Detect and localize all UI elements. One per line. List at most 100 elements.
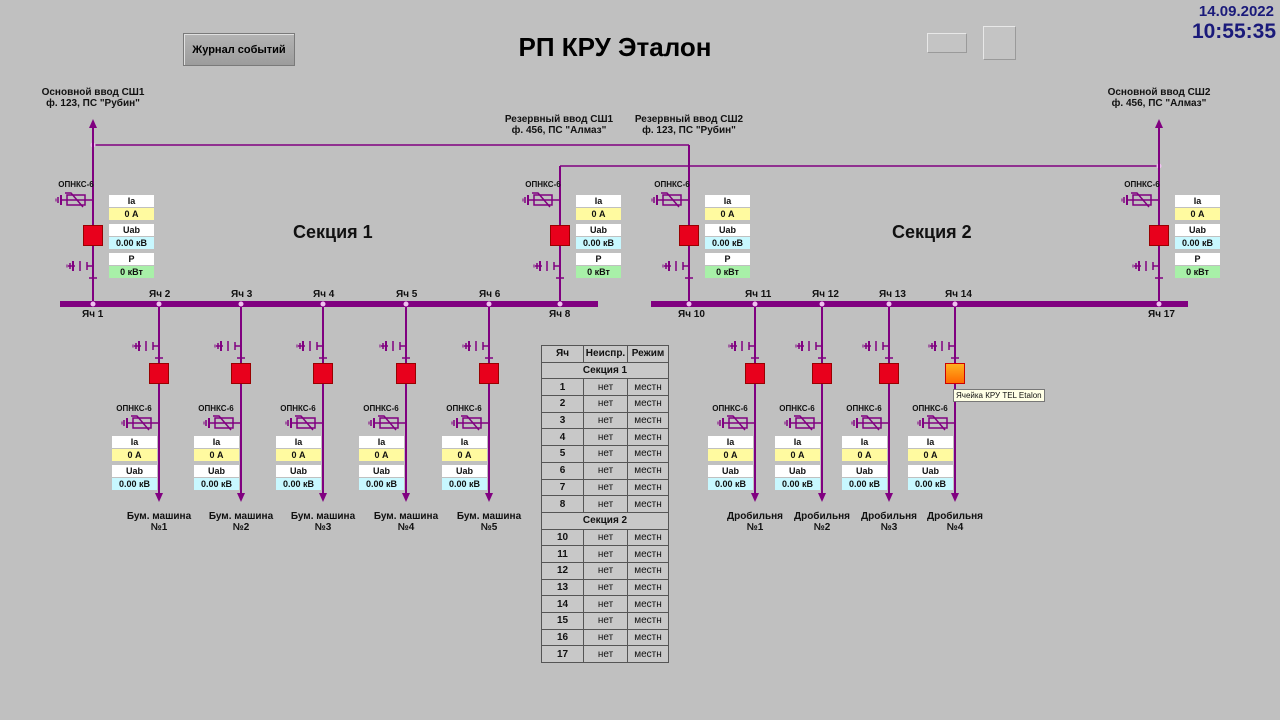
load-name: №1 <box>150 522 168 533</box>
arrow-down-icon <box>885 493 893 502</box>
table-cell: 16 <box>541 628 584 647</box>
ia-value: 0 А <box>112 449 157 461</box>
load-name: Дробильня <box>860 511 918 522</box>
event-journal-button[interactable]: Журнал событий <box>183 33 295 66</box>
table-cell: нет <box>583 595 628 613</box>
table-cell: нет <box>583 395 628 413</box>
cell-number: Яч 8 <box>549 309 571 320</box>
ia-label: Ia <box>705 195 750 207</box>
blank-button-1[interactable] <box>927 33 967 53</box>
arrow-down-icon <box>237 493 245 502</box>
table-cell: 11 <box>541 545 584 563</box>
load-name: Дробильня <box>793 511 851 522</box>
circuit-breaker[interactable] <box>945 363 965 384</box>
uab-label: Uab <box>708 465 753 477</box>
surge-arrester-icon <box>917 415 955 431</box>
cell-number: Яч 5 <box>396 289 418 300</box>
table-cell: 14 <box>541 595 584 613</box>
surge-arrester-icon <box>121 415 159 431</box>
blank-button-2[interactable] <box>983 26 1016 60</box>
earthing-switch-icon <box>132 341 163 359</box>
ia-label: Ia <box>194 436 239 448</box>
arrow-down-icon <box>818 493 826 502</box>
circuit-breaker[interactable] <box>231 363 251 384</box>
table-cell: Неиспр. <box>583 345 628 363</box>
circuit-breaker[interactable] <box>812 363 832 384</box>
circuit-breaker[interactable] <box>879 363 899 384</box>
circuit-breaker[interactable] <box>550 225 570 246</box>
p-label: P <box>705 253 750 265</box>
circuit-breaker[interactable] <box>313 363 333 384</box>
ia-label: Ia <box>112 436 157 448</box>
uab-value: 0.00 кВ <box>708 478 753 490</box>
tooltip: Ячейка КРУ TEL Etalon <box>953 389 1045 402</box>
source-feeder: ф. 123, ПС "Рубин" <box>642 125 736 136</box>
circuit-breaker[interactable] <box>83 225 103 246</box>
table-cell: нет <box>583 378 628 397</box>
uab-value: 0.00 кВ <box>276 478 321 490</box>
bus-connection-point <box>686 301 692 307</box>
table-cell: местн <box>627 395 669 413</box>
p-value: 0 кВт <box>109 266 154 278</box>
circuit-breaker[interactable] <box>679 225 699 246</box>
table-cell: Секция 2 <box>541 511 669 530</box>
ia-value: 0 А <box>576 208 621 220</box>
cell-number: Яч 2 <box>149 289 171 300</box>
table-cell: местн <box>627 628 669 647</box>
page-title: РП КРУ Эталон <box>518 32 712 62</box>
uab-value: 0.00 кВ <box>359 478 404 490</box>
uab-value: 0.00 кВ <box>109 237 154 249</box>
surge-arrester-icon <box>784 415 822 431</box>
source-title: Основной ввод СШ2 <box>1107 87 1211 98</box>
table-cell: местн <box>627 595 669 613</box>
arrow-up-icon <box>1155 119 1163 128</box>
bus-connection-point <box>752 301 758 307</box>
circuit-breaker[interactable] <box>1149 225 1169 246</box>
uab-label: Uab <box>112 465 157 477</box>
p-value: 0 кВт <box>576 266 621 278</box>
circuit-breaker[interactable] <box>479 363 499 384</box>
surge-arrester-icon <box>451 415 489 431</box>
arrester-label: ОПНКС-6 <box>779 404 815 413</box>
table-cell: местн <box>627 411 669 430</box>
uab-value: 0.00 кВ <box>908 478 953 490</box>
arrester-label: ОПНКС-6 <box>654 180 690 189</box>
table-cell: нет <box>583 578 628 597</box>
circuit-breaker[interactable] <box>149 363 169 384</box>
table-cell: Секция 1 <box>541 361 669 380</box>
circuit-breaker[interactable] <box>745 363 765 384</box>
uab-label: Uab <box>109 224 154 236</box>
table-cell: нет <box>583 628 628 647</box>
earthing-switch-icon <box>66 261 97 279</box>
bus-connection-point <box>403 301 409 307</box>
ia-value: 0 А <box>276 449 321 461</box>
table-cell: местн <box>627 528 669 547</box>
table-cell: 12 <box>541 561 584 580</box>
earthing-switch-icon <box>928 341 959 359</box>
load-name: №1 <box>746 522 764 533</box>
table-cell: нет <box>583 461 628 480</box>
load-name: №4 <box>946 522 964 533</box>
table-cell: местн <box>627 445 669 463</box>
circuit-breaker[interactable] <box>396 363 416 384</box>
table-cell: местн <box>627 645 669 664</box>
p-value: 0 кВт <box>705 266 750 278</box>
bus-connection-point <box>320 301 326 307</box>
load-name: №3 <box>314 522 332 533</box>
section-1-label: Секция 1 <box>293 222 373 242</box>
cell-number: Яч 3 <box>231 289 253 300</box>
arrester-label: ОПНКС-6 <box>446 404 482 413</box>
